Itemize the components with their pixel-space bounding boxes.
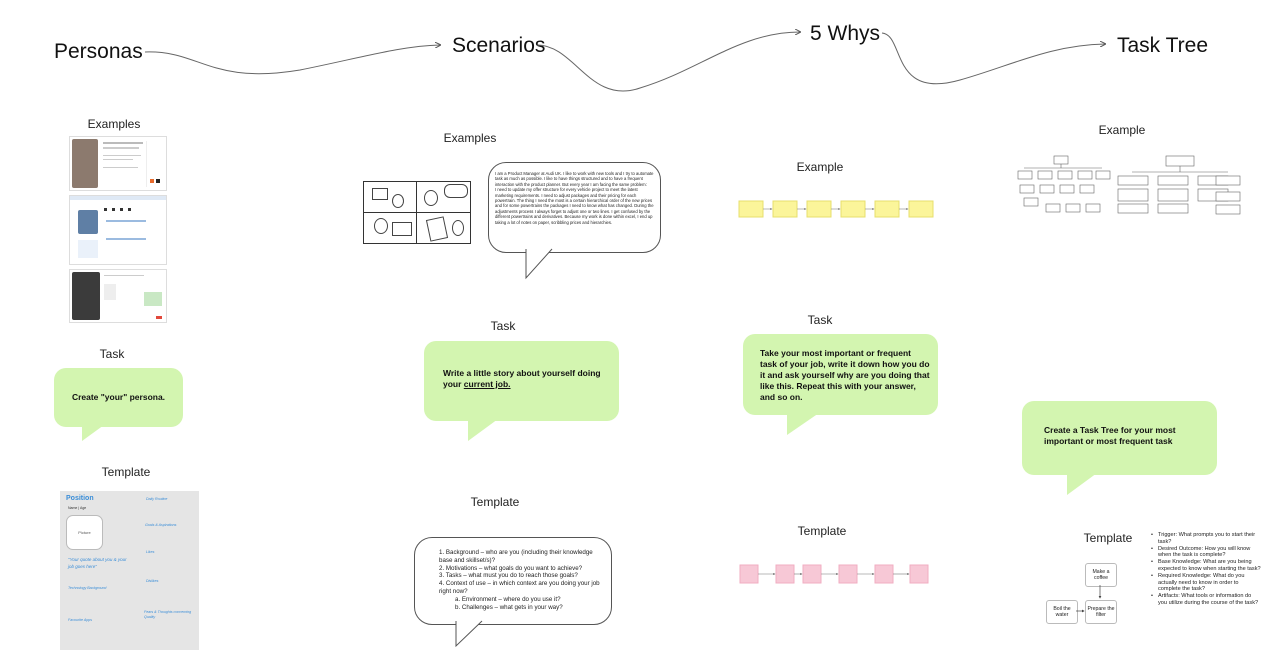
personas-examples-label: Examples bbox=[87, 117, 141, 131]
stage-task-tree: Task Tree bbox=[1117, 34, 1209, 57]
scenario-template-bubble: 1. Background – who are you (including t… bbox=[414, 537, 612, 625]
template-dislikes: Dislikes bbox=[146, 579, 159, 583]
bullet-item: •Artifacts: What tools or information do… bbox=[1151, 593, 1259, 606]
stage-scenarios: Scenarios bbox=[452, 34, 546, 57]
template-fears: Fears & Thoughts concerning Quality bbox=[144, 610, 192, 619]
whys-template-chain[interactable] bbox=[736, 560, 936, 588]
connector-personas-scenarios bbox=[144, 45, 440, 75]
tasktree-example-label: Example bbox=[1098, 123, 1146, 137]
scenarios-bubble-tail bbox=[468, 419, 498, 441]
personas-bubble-tail bbox=[82, 425, 104, 441]
template-quote: "Your quote about you & your job goes he… bbox=[68, 557, 127, 569]
scenario-comic-strip[interactable] bbox=[363, 181, 471, 244]
whys-bubble-tail bbox=[787, 413, 819, 435]
scenario-story-bubble: I am a Product Manager at Audi UK. I lik… bbox=[488, 162, 661, 253]
template-name-age: Name | Age bbox=[68, 506, 87, 510]
persona-example-1[interactable] bbox=[69, 136, 167, 191]
persona-photo bbox=[78, 210, 98, 234]
bullet-item: •Desired Outcome: How you will know when… bbox=[1151, 545, 1251, 559]
template-goals: Goals & Aspirations bbox=[145, 523, 177, 527]
template-daily-routine: Daily Routine bbox=[146, 497, 168, 501]
scenarios-task-text: Write a little story about yourself doin… bbox=[443, 368, 601, 389]
tasktree-template-edges bbox=[1076, 585, 1102, 613]
bullet-item: •Base Knowledge: What are you being expe… bbox=[1151, 559, 1261, 572]
personas-task-label: Task bbox=[99, 347, 125, 361]
connector-scenarios-whys bbox=[536, 32, 800, 92]
personas-task-bubble: Create "your" persona. bbox=[54, 368, 183, 427]
template-tech-background: Technology Background bbox=[68, 586, 107, 590]
whys-task-bubble: Take your most important or frequent tas… bbox=[743, 334, 938, 415]
scenario-template-tail bbox=[455, 620, 483, 648]
scenario-story-text: I am a Product Manager at Audi UK. I lik… bbox=[495, 171, 654, 225]
scenarios-task-bubble: Write a little story about yourself doin… bbox=[424, 341, 619, 421]
bullet-item: •Trigger: What prompts you to start thei… bbox=[1151, 532, 1256, 545]
template-item: 3. Tasks – what must you do to reach tho… bbox=[439, 572, 578, 580]
template-item: b. Challenges – what gets in your way? bbox=[455, 603, 563, 611]
scenarios-template-label: Template bbox=[470, 495, 520, 509]
node-make-coffee[interactable]: Make a coffee bbox=[1085, 563, 1117, 587]
persona-photo bbox=[72, 139, 98, 188]
template-favourite-apps: Favourite Apps bbox=[68, 618, 93, 622]
tasktree-template-bullets: •Trigger: What prompts you to start thei… bbox=[1151, 532, 1261, 607]
scenario-template-list: 1. Background – who are you (including t… bbox=[439, 549, 605, 611]
bullet-item: •Required Knowledge: What do you actuall… bbox=[1151, 572, 1245, 593]
template-item: 2. Motivations – what goals do you want … bbox=[439, 564, 583, 572]
stage-personas: Personas bbox=[54, 40, 143, 63]
stage-5-whys: 5 Whys bbox=[810, 22, 881, 45]
whys-task-label: Task bbox=[807, 313, 833, 327]
tasktree-task-text: Create a Task Tree for your most importa… bbox=[1044, 425, 1176, 446]
whys-task-text: Take your most important or frequent tas… bbox=[760, 348, 930, 402]
connector-whys-tasktree bbox=[881, 32, 1105, 85]
persona-example-3[interactable] bbox=[69, 269, 167, 323]
tasktree-example-diagrams[interactable] bbox=[1016, 152, 1242, 218]
personas-task-text: Create "your" persona. bbox=[71, 392, 166, 402]
whys-example-chain[interactable] bbox=[735, 195, 940, 225]
persona-example-2[interactable] bbox=[69, 195, 167, 265]
template-position: Position bbox=[66, 495, 94, 502]
template-picture: Picture bbox=[66, 515, 103, 550]
template-likes: Likes bbox=[146, 550, 155, 554]
personas-template-label: Template bbox=[101, 465, 151, 479]
scenarios-task-label: Task bbox=[490, 319, 516, 333]
tasktree-task-bubble: Create a Task Tree for your most importa… bbox=[1022, 401, 1217, 475]
whys-example-label: Example bbox=[796, 160, 844, 174]
persona-photo bbox=[72, 272, 100, 320]
persona-template-card[interactable]: Position Name | Age Picture "Your quote … bbox=[60, 491, 199, 650]
tasktree-template-label: Template bbox=[1083, 531, 1133, 545]
template-item: a. Environment – where do you use it? bbox=[455, 595, 561, 603]
template-item: 4. Context of use – in which context are… bbox=[439, 580, 600, 595]
tasktree-bubble-tail bbox=[1067, 473, 1097, 495]
node-boil-water[interactable]: Boil the water bbox=[1046, 600, 1078, 624]
template-item: 1. Background – who are you (including t… bbox=[439, 549, 593, 564]
node-prepare-filter[interactable]: Prepare the filter bbox=[1085, 600, 1117, 624]
scenario-story-tail bbox=[525, 248, 553, 280]
scenarios-examples-label: Examples bbox=[443, 131, 497, 145]
whys-template-label: Template bbox=[797, 524, 847, 538]
flow-connectors bbox=[144, 0, 1280, 92]
